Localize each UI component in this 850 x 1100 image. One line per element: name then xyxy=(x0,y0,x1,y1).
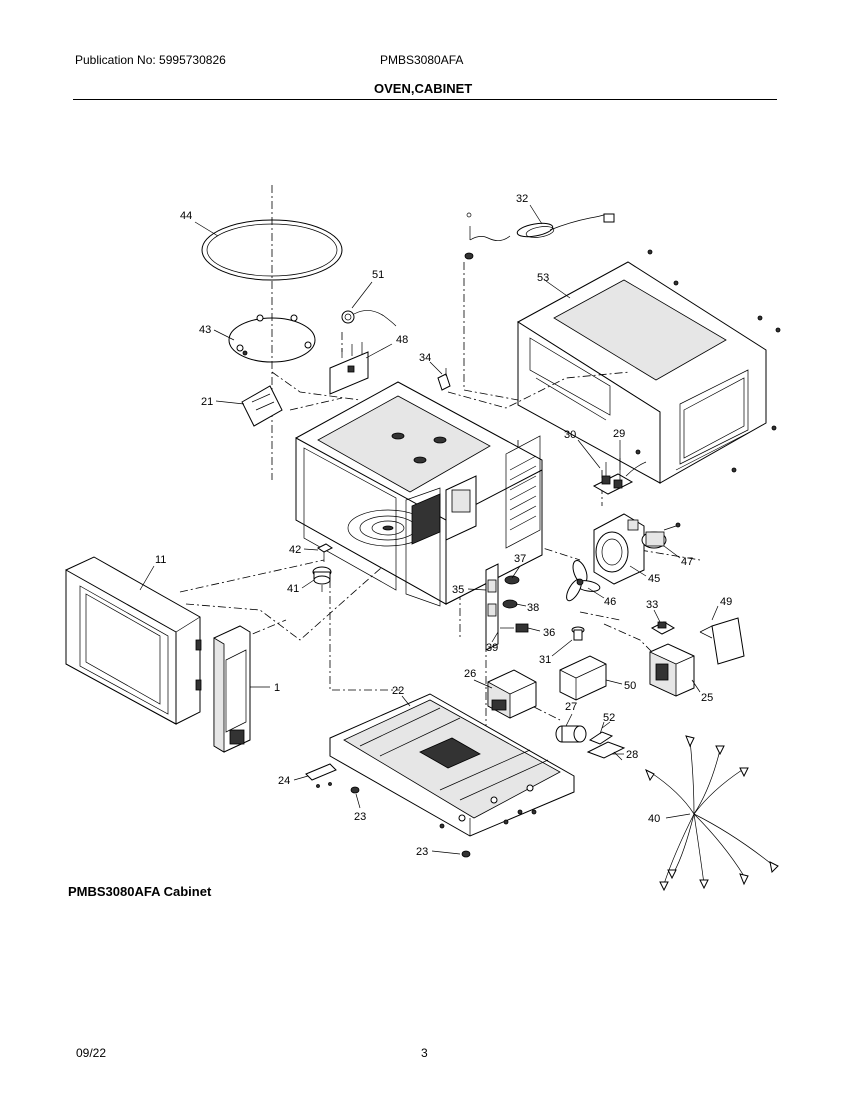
fan-motor-part xyxy=(641,522,681,549)
callout-29: 29 xyxy=(613,428,625,440)
callout-28: 28 xyxy=(626,749,638,761)
callout-42: 42 xyxy=(289,544,301,556)
power-cord-part xyxy=(464,212,615,260)
callout-46: 46 xyxy=(604,596,616,608)
fuse-part xyxy=(437,368,451,391)
callout-45: 45 xyxy=(648,573,660,585)
thermostat-part xyxy=(592,449,647,495)
diode-part xyxy=(588,721,614,745)
callout-37: 37 xyxy=(514,553,526,565)
magnetron-part xyxy=(649,643,695,697)
switch-part xyxy=(650,621,676,635)
roller-support-part xyxy=(228,314,316,363)
callout-32: 32 xyxy=(516,193,528,205)
callout-22: 22 xyxy=(392,685,404,697)
callout-26: 26 xyxy=(464,668,476,680)
callout-36: 36 xyxy=(543,627,555,639)
callout-40: 40 xyxy=(648,813,660,825)
callout-34: 34 xyxy=(419,352,431,364)
section-title: OVEN,CABINET xyxy=(374,81,473,96)
callout-1: 1 xyxy=(274,682,280,694)
interlock-assembly-part xyxy=(485,563,529,651)
hinge-bracket-part xyxy=(305,763,337,788)
callout-41: 41 xyxy=(287,583,299,595)
fan-housing-part xyxy=(593,513,645,585)
wire-harness-part xyxy=(645,735,779,892)
publication-number: Publication No: 5995730826 xyxy=(75,53,226,67)
header-divider xyxy=(73,99,777,100)
vent-grille xyxy=(509,455,537,531)
callout-53: 53 xyxy=(537,272,549,284)
duct-part xyxy=(559,655,607,701)
label-part xyxy=(241,385,283,427)
callout-labels: 44 51 43 48 21 34 32 53 30 29 47 45 46 1… xyxy=(155,193,732,858)
model-number: PMBS3080AFA xyxy=(380,53,464,67)
bracket-part xyxy=(329,342,369,395)
callout-52: 52 xyxy=(603,712,615,724)
callout-21: 21 xyxy=(201,396,213,408)
capacitor-bracket-part xyxy=(586,741,626,761)
callout-51: 51 xyxy=(372,269,384,281)
diagram-caption: PMBS3080AFA Cabinet xyxy=(68,884,212,899)
callout-48: 48 xyxy=(396,334,408,346)
coupler-part xyxy=(312,566,332,592)
foot-part xyxy=(350,786,471,858)
callout-27: 27 xyxy=(565,701,577,713)
callout-11: 11 xyxy=(155,554,166,566)
callout-50: 50 xyxy=(624,680,636,692)
thermal-cutout-part xyxy=(571,626,585,641)
transformer-part xyxy=(487,669,537,719)
callout-44: 44 xyxy=(180,210,192,222)
footer-date: 09/22 xyxy=(76,1046,107,1060)
oven-cavity-part xyxy=(295,381,543,607)
callout-38: 38 xyxy=(527,602,539,614)
callout-49: 49 xyxy=(720,596,732,608)
page-number: 3 xyxy=(421,1046,428,1060)
fan-blade-part xyxy=(566,560,601,602)
insulator-part xyxy=(699,617,745,665)
callout-39: 39 xyxy=(486,642,498,654)
callout-33: 33 xyxy=(646,599,658,611)
sensor-part xyxy=(341,310,397,327)
control-panel-part xyxy=(213,625,251,753)
callout-35: 35 xyxy=(452,584,464,596)
door-part xyxy=(65,556,202,725)
callout-23-upper: 23 xyxy=(354,811,366,823)
leader-lines xyxy=(139,204,719,855)
callout-24: 24 xyxy=(278,775,290,787)
base-plate-part xyxy=(329,693,575,837)
callout-23-lower: 23 xyxy=(416,846,428,858)
callout-31: 31 xyxy=(539,654,551,666)
capacitor-part xyxy=(555,725,587,743)
outer-cabinet-part xyxy=(517,249,781,484)
callout-47: 47 xyxy=(681,556,693,568)
callout-25: 25 xyxy=(701,692,713,704)
callout-30: 30 xyxy=(564,429,576,441)
roller-part xyxy=(317,543,333,562)
callout-43: 43 xyxy=(199,324,211,336)
